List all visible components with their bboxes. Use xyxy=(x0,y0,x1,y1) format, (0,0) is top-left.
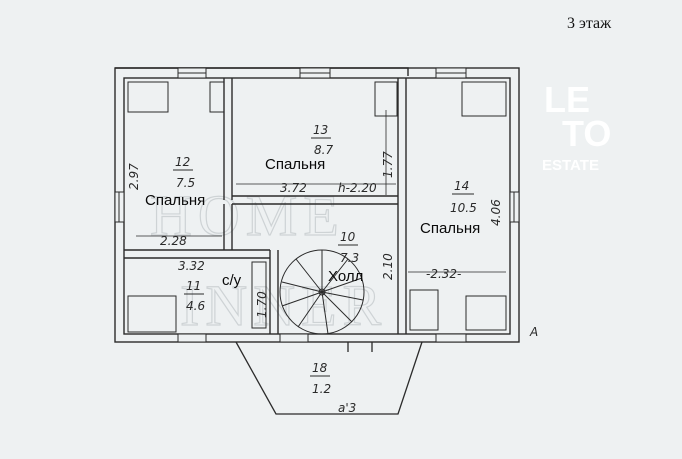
dim-2-10: 2.10 xyxy=(381,253,395,280)
corner-mark: A xyxy=(529,325,538,339)
logo-line-3: ESTATE xyxy=(542,157,599,174)
room-12-area: 7.5 xyxy=(176,176,195,190)
room-14-name: Спальня xyxy=(420,220,481,237)
room-11-name: с/у xyxy=(222,272,242,289)
room-10-number: 10 xyxy=(340,230,356,244)
room-14-number: 14 xyxy=(454,179,469,193)
room-12-name: Спальня xyxy=(145,192,206,209)
room-10-name: Холл xyxy=(328,268,364,285)
logo-line-1: LE xyxy=(544,79,590,120)
dimensions: 2.97 2.28 3.72 h-2.20 1.77 4.06 3.32 1.7… xyxy=(127,110,506,318)
dim-3-32: 3.32 xyxy=(178,259,205,273)
balcony xyxy=(235,341,423,415)
dim-4-06: 4.06 xyxy=(489,199,503,226)
room-11-area: 4.6 xyxy=(186,299,205,313)
room-13-number: 13 xyxy=(313,123,328,137)
dim-h-2-20: h-2.20 xyxy=(338,181,377,195)
room-13-name: Спальня xyxy=(265,156,326,173)
windows xyxy=(114,67,520,343)
room-10-area: 7.3 xyxy=(340,251,359,265)
dim-1-70: 1.70 xyxy=(255,291,269,318)
room-18-area: 1.2 xyxy=(312,382,331,396)
floor-label: 3 этаж xyxy=(567,15,612,32)
spiral-staircase xyxy=(279,249,365,335)
watermark-line-1: HOME xyxy=(150,183,345,248)
annotations: a'3 A xyxy=(338,325,538,415)
dim-2-32: -2.32- xyxy=(426,267,461,281)
leto-estate-logo: LE TO ESTATE xyxy=(542,79,611,174)
room-13-area: 8.7 xyxy=(314,143,333,157)
balcony-note: a'3 xyxy=(338,401,356,415)
room-12-number: 12 xyxy=(175,155,190,169)
room-14-area: 10.5 xyxy=(450,201,477,215)
room-11-number: 11 xyxy=(186,279,201,293)
window xyxy=(177,333,207,343)
dim-2-97: 2.97 xyxy=(127,163,141,190)
window xyxy=(435,333,467,343)
room-numbers: 12 7.5 13 8.7 14 10.5 10 7.3 11 4.6 18 1… xyxy=(173,123,477,396)
window xyxy=(279,333,309,343)
dim-2-28: 2.28 xyxy=(160,234,187,248)
room-18-number: 18 xyxy=(312,361,328,375)
dim-3-72: 3.72 xyxy=(280,181,307,195)
dim-1-77: 1.77 xyxy=(381,151,395,178)
logo-line-2: TO xyxy=(562,113,611,154)
